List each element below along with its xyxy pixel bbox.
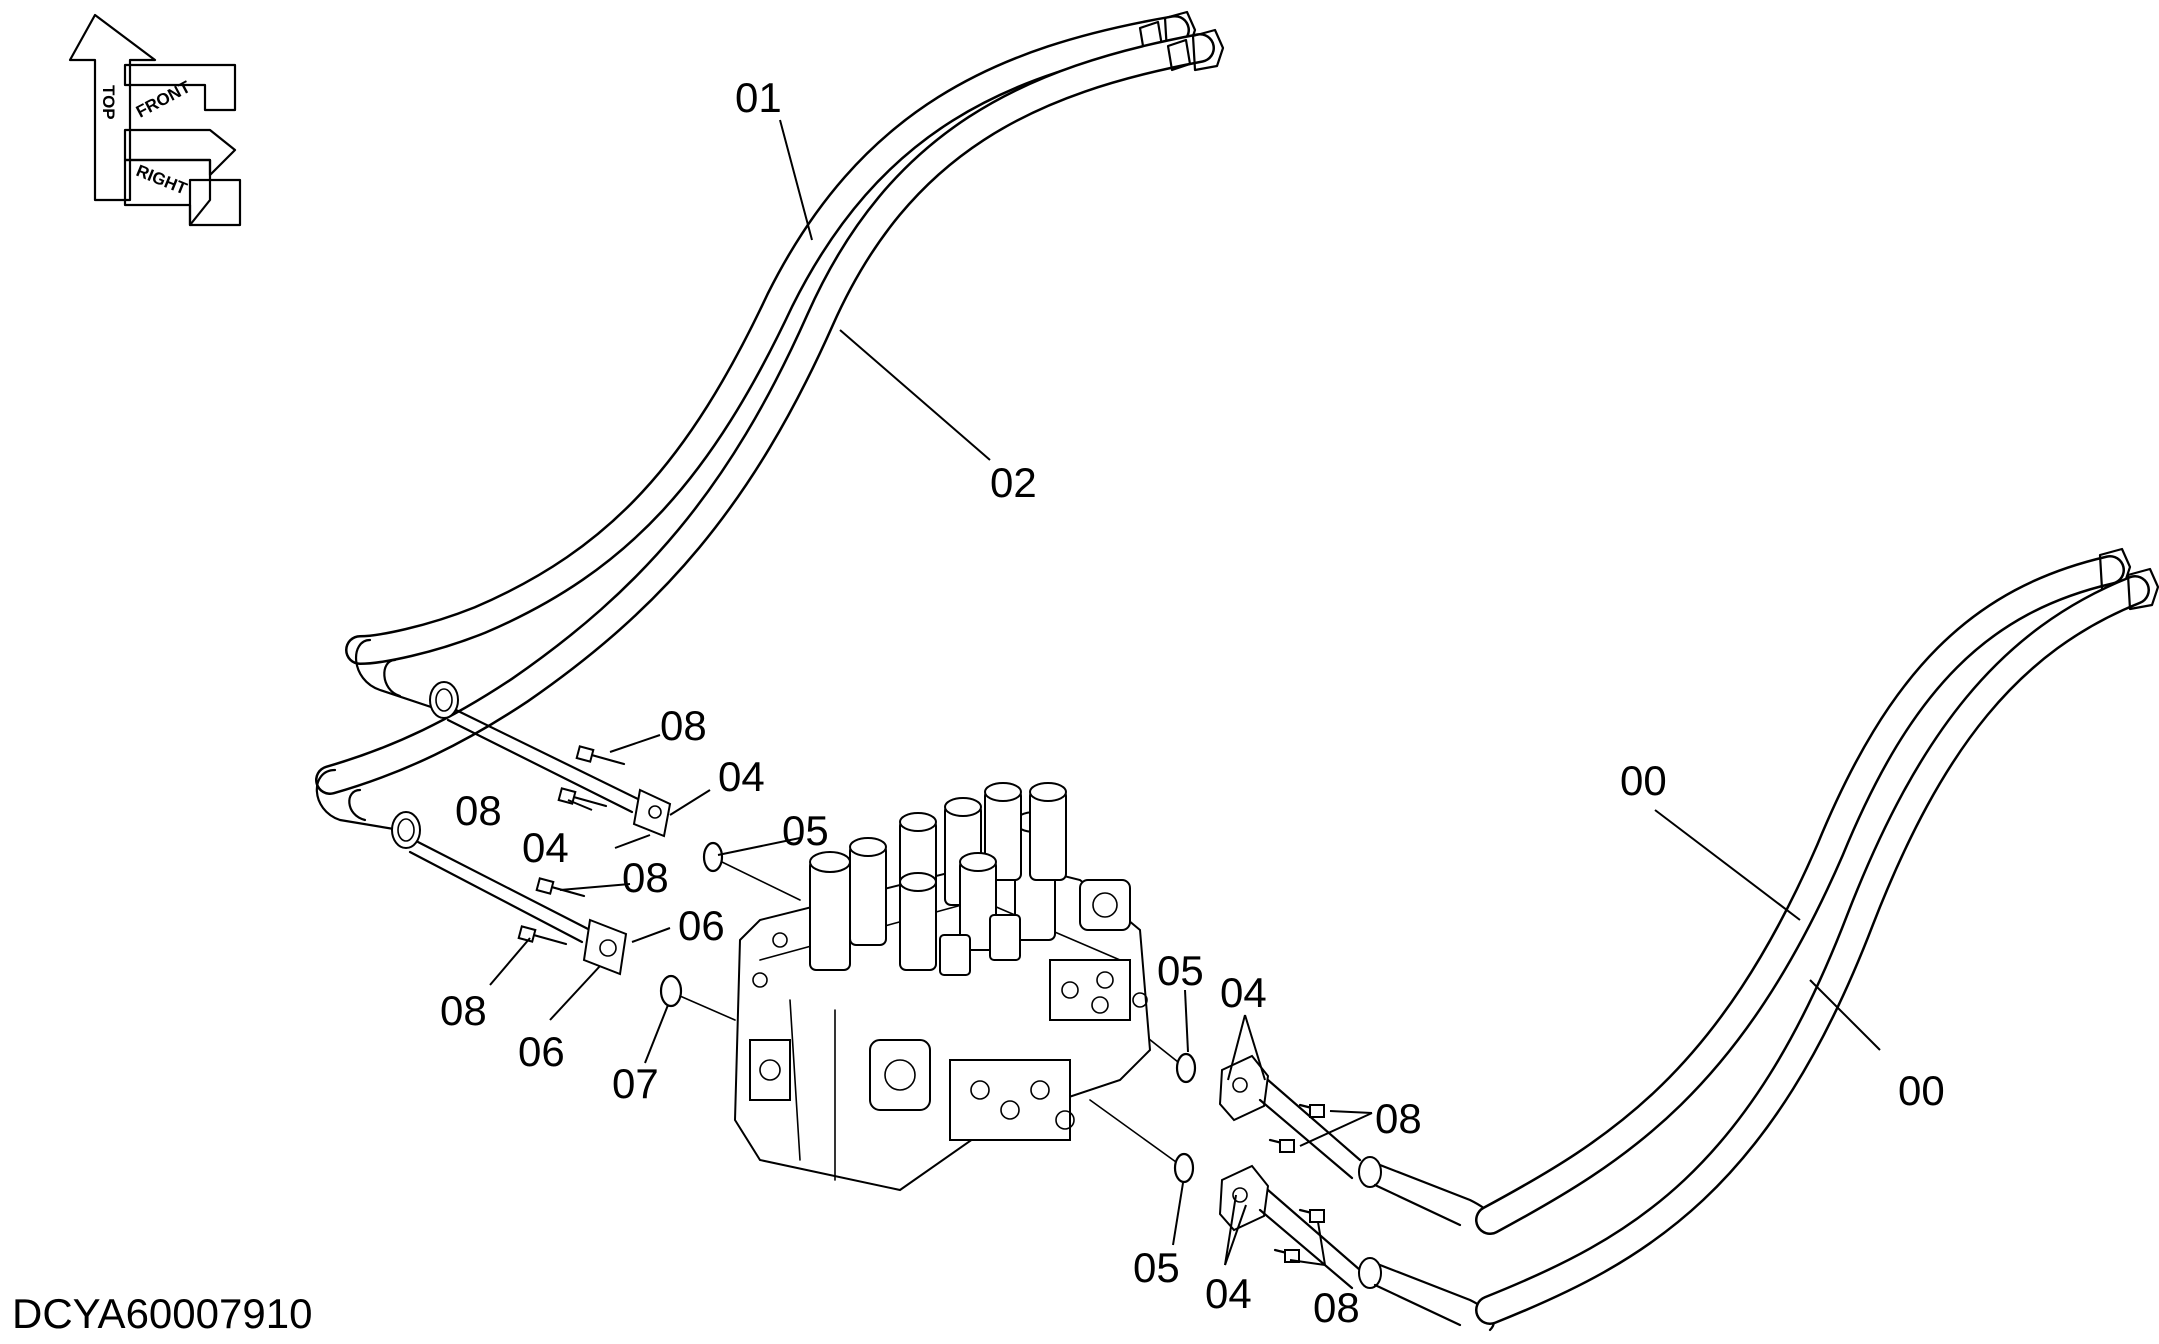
elbow-tube-upper bbox=[355, 638, 672, 838]
control-valve-block bbox=[733, 858, 1152, 1192]
elbow-tube-lower bbox=[315, 768, 628, 976]
callout-05-a: 05 bbox=[782, 807, 829, 854]
callout-00-lower: 00 bbox=[1898, 1067, 1945, 1114]
bolts-left bbox=[517, 745, 626, 946]
callout-00-upper: 00 bbox=[1620, 757, 1667, 804]
callout-02: 02 bbox=[990, 459, 1037, 506]
drawing-code: DCYA60007910 bbox=[12, 1290, 312, 1337]
callout-01: 01 bbox=[735, 74, 782, 121]
hoses-00 bbox=[1358, 547, 2159, 1332]
callout-04-c: 04 bbox=[1220, 969, 1267, 1016]
orientation-right-label: RIGHT bbox=[134, 161, 191, 199]
orientation-top-label: TOP bbox=[99, 85, 118, 120]
flange-right-lower bbox=[1218, 1164, 1362, 1290]
orientation-front-label: FRONT bbox=[133, 77, 194, 122]
callout-08-f: 08 bbox=[1313, 1284, 1360, 1331]
callout-08-b: 08 bbox=[455, 787, 502, 834]
callout-04-b: 04 bbox=[522, 824, 569, 871]
leader-lines bbox=[489, 119, 1881, 1266]
callout-07: 07 bbox=[612, 1060, 659, 1107]
callout-06-b: 06 bbox=[518, 1028, 565, 1075]
callout-08-e: 08 bbox=[1375, 1095, 1422, 1142]
callout-05-b: 05 bbox=[1157, 947, 1204, 994]
callout-05-c: 05 bbox=[1133, 1244, 1180, 1291]
callout-04-a: 04 bbox=[718, 753, 765, 800]
callout-08-c: 08 bbox=[622, 854, 669, 901]
callout-labels: 01 02 00 00 08 04 08 04 05 08 06 08 06 0… bbox=[440, 74, 1945, 1331]
flange-right-upper bbox=[1218, 1054, 1362, 1180]
hose-02 bbox=[315, 28, 1225, 795]
callout-06-a: 06 bbox=[678, 902, 725, 949]
callout-08-a: 08 bbox=[660, 702, 707, 749]
valve-spools bbox=[809, 782, 1067, 976]
orientation-icon: TOP FRONT RIGHT bbox=[68, 13, 242, 227]
callout-08-d: 08 bbox=[440, 987, 487, 1034]
callout-04-d: 04 bbox=[1205, 1270, 1252, 1317]
